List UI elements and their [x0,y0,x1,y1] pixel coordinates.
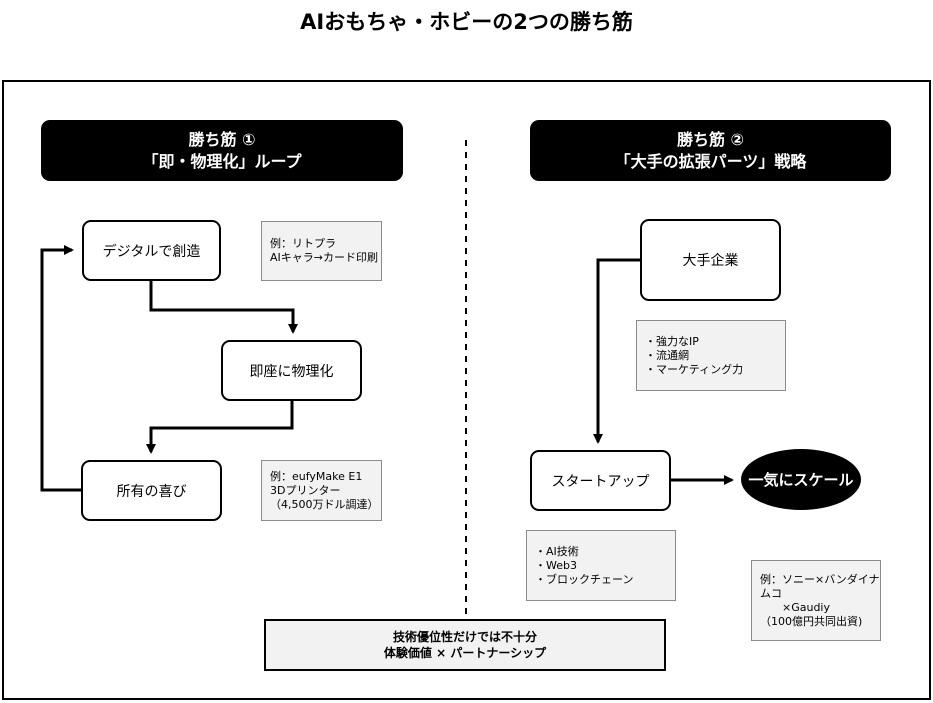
note-line: ・ブロックチェーン [535,572,634,586]
note-line: 例：eufyMake E1 [270,469,363,483]
conclusion-line2: 体験価値 × パートナーシップ [383,646,547,660]
note-line: （4,500万ドル調達） [270,497,379,511]
note-line: 例：ソニー×バンダイナ [760,572,880,586]
note-line: ・マーケティング力 [645,362,744,376]
node-big-company-label: 大手企業 [682,253,739,269]
note-line: ムコ [760,586,782,600]
note-line: ・Web3 [535,558,577,572]
note-line: （100億円共同出資) [760,614,863,628]
note-line: ・AI技術 [535,544,579,558]
note-line: ・強力なIP [645,334,699,348]
note-sony-bandai-example: 例：ソニー×バンダイナ ムコ ×Gaudiy （100億円共同出資) [751,560,881,641]
conclusion-box: 技術優位性だけでは不十分 体験価値 × パートナーシップ [264,619,666,671]
diagram-frame [2,80,931,700]
note-big-company-strengths: ・強力なIP ・流通網 ・マーケティング力 [636,320,786,391]
node-startup: スタートアップ [530,450,671,511]
node-instant-physical-label: 即座に物理化 [249,363,334,380]
note-startup-strengths: ・AI技術 ・Web3 ・ブロックチェーン [526,530,676,601]
oval-scale-fast: 一気にスケール [741,449,861,510]
node-ownership-joy: 所有の喜び [81,460,222,521]
strategy1-header-line2: 「即・物理化」ループ [142,151,302,171]
note-line: 例：リトプラ [270,237,336,250]
note-ritopura-example: 例：リトプラ AIキャラ→カード印刷 [261,221,382,281]
node-instant-physical: 即座に物理化 [221,340,362,401]
page-title: AIおもちゃ・ホビーの2つの勝ち筋 [300,10,633,34]
node-digital-create: デジタルで創造 [82,220,221,281]
note-line: ・流通網 [645,348,689,362]
note-eufymake-example: 例：eufyMake E1 3Dプリンター （4,500万ドル調達） [261,460,382,521]
strategy2-header: 勝ち筋 ② 「大手の拡張パーツ」戦略 [530,120,891,181]
conclusion-line1: 技術優位性だけでは不十分 [392,630,537,644]
strategy2-header-line1: 勝ち筋 ② [676,129,745,149]
note-line: 3Dプリンター [270,483,341,497]
strategy1-header: 勝ち筋 ① 「即・物理化」ループ [41,120,403,181]
strategy1-header-line1: 勝ち筋 ① [188,129,256,149]
arrow-physical-to-joy [146,400,294,454]
strategy2-header-line2: 「大手の拡張パーツ」戦略 [614,151,807,171]
arrow-joy-to-create [40,245,82,492]
oval-scale-fast-label: 一気にスケール [748,471,854,489]
note-line: ×Gaudiy [760,600,831,614]
node-digital-create-label: デジタルで創造 [102,243,201,260]
arrow-big-to-startup [593,258,640,444]
note-line: AIキャラ→カード印刷 [270,251,378,264]
arrow-create-to-physical [149,280,298,334]
node-startup-label: スタートアップ [551,473,650,490]
node-big-company: 大手企業 [640,219,781,301]
node-ownership-joy-label: 所有の喜び [116,483,187,500]
